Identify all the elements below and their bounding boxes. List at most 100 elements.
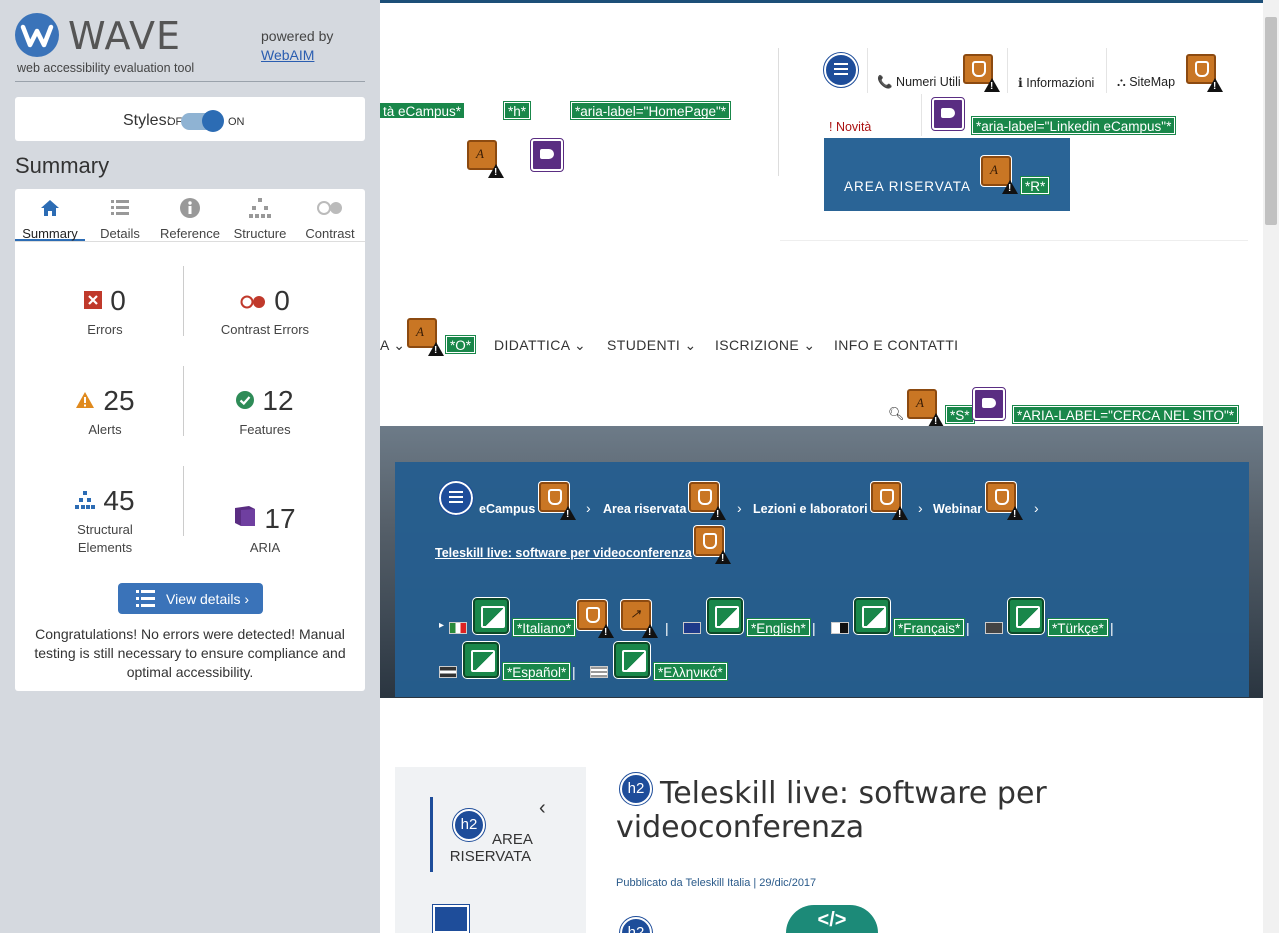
wave-alert-icon[interactable]: A [981, 156, 1018, 194]
nav-item-studenti[interactable]: STUDENTI ⌄ [607, 337, 697, 353]
sidebar-title-1: AREA [492, 831, 533, 848]
breadcrumb-current[interactable]: Teleskill live: software per videoconfer… [435, 546, 692, 560]
flag-france-icon [831, 622, 849, 634]
toggle-on-label: ON [228, 116, 245, 128]
breadcrumb-ecampus[interactable]: eCampus [479, 502, 536, 516]
wave-image-icon[interactable] [463, 642, 499, 678]
breadcrumb-webinar[interactable]: Webinar [933, 502, 983, 516]
stat-aria[interactable]: 17 ARIA [190, 503, 340, 557]
structural-label-2: Elements [77, 539, 133, 555]
sitemap-icon [225, 197, 295, 221]
wave-image-icon[interactable] [614, 642, 650, 678]
list-icon [136, 590, 155, 607]
wave-aria-icon[interactable] [931, 97, 965, 131]
tab-contrast[interactable]: Contrast [295, 193, 365, 241]
features-label: Features [239, 421, 291, 437]
sidebar-area-riservata: h2 AREA RISERVATA ‹ [395, 767, 586, 933]
wave-label-tag: *Español* [501, 662, 572, 681]
styles-toggle-box: Styles: OFF ON [15, 97, 365, 141]
tab-summary[interactable]: Summary [15, 193, 85, 241]
wave-alert-icon[interactable]: A [907, 389, 944, 427]
wave-image-icon[interactable] [1008, 598, 1044, 634]
link-informazioni[interactable]: ℹ Informazioni [1018, 76, 1095, 90]
wave-link-icon[interactable] [473, 598, 509, 634]
wave-alert-icon[interactable]: A [407, 318, 444, 356]
wave-alert-icon[interactable] [577, 600, 614, 638]
wave-aria-icon[interactable] [972, 387, 1006, 421]
wave-h2-icon[interactable]: h2 [452, 808, 486, 842]
view-details-button[interactable]: View details › [118, 583, 263, 614]
wave-label-tag: *aria-label="Linkedin eCampus"* [970, 116, 1177, 135]
wave-alert-icon[interactable] [1186, 54, 1223, 92]
wave-code-icon[interactable]: </> [786, 905, 878, 933]
wave-label-tag: *Italiano* [511, 618, 577, 637]
search-icon[interactable]: 🔍︎ [888, 406, 905, 421]
stat-errors[interactable]: 0 Errors [30, 285, 180, 339]
wave-image-icon[interactable] [854, 598, 890, 634]
scrollbar[interactable] [1263, 0, 1279, 933]
wave-structure-icon[interactable] [438, 480, 474, 516]
chevron-right-icon: › [918, 500, 923, 516]
tab-details[interactable]: Details [85, 193, 155, 241]
divider [15, 81, 365, 82]
wave-label-tag: *Türkçe* [1047, 618, 1109, 637]
tab-label: Details [100, 226, 140, 241]
area-riservata-button[interactable]: AREA RISERVATA [824, 138, 1070, 211]
view-details-label: View details › [166, 591, 250, 607]
wave-h2-icon[interactable]: h2 [619, 916, 653, 933]
wave-alert-icon[interactable]: ↗ [621, 600, 658, 638]
divider [780, 240, 1248, 241]
styles-toggle-knob[interactable] [202, 110, 224, 132]
structure-icon [75, 484, 96, 516]
scrollbar-thumb[interactable] [1265, 17, 1277, 225]
wave-alert-icon[interactable] [539, 482, 576, 520]
wave-structure-icon[interactable] [823, 52, 859, 88]
tab-structure[interactable]: Structure [225, 193, 295, 241]
chevron-left-icon[interactable]: ‹ [539, 797, 546, 819]
sidebar-accent-bar [430, 797, 433, 872]
wave-alert-icon[interactable] [871, 482, 908, 520]
link-novita[interactable]: ! Novità [829, 120, 872, 134]
stat-contrast-errors[interactable]: 0 Contrast Errors [190, 285, 340, 339]
stat-alerts[interactable]: 25 Alerts [30, 385, 180, 439]
divider [183, 466, 184, 536]
wave-aria-icon[interactable] [530, 138, 564, 172]
link-numeri-utili[interactable]: 📞 Numeri Utili [877, 75, 961, 89]
wave-alert-icon[interactable] [986, 482, 1023, 520]
structural-label: Structural Elements [30, 521, 180, 557]
nav-item-didattica[interactable]: DIDATTICA ⌄ [494, 337, 587, 353]
stat-structural[interactable]: 45 Structural Elements [30, 485, 180, 557]
link-sitemap[interactable]: ⛬ SiteMap [1117, 75, 1176, 89]
wave-label-tag: *aria-label="HomePage"* [569, 101, 732, 120]
wave-alert-icon[interactable] [689, 482, 726, 520]
divider [1007, 48, 1008, 93]
info-icon [155, 197, 225, 221]
nav-item-iscrizione[interactable]: ISCRIZIONE ⌄ [715, 337, 816, 353]
wave-image-icon[interactable] [707, 598, 743, 634]
breadcrumb-lezioni[interactable]: Lezioni e laboratori [753, 502, 868, 516]
contrast-icon [295, 197, 365, 221]
wave-list-icon[interactable] [432, 904, 470, 933]
wave-alert-icon[interactable] [963, 54, 1000, 92]
powered-by: powered by WebAIM [261, 27, 333, 65]
stat-features[interactable]: 12 Features [190, 385, 340, 439]
wave-alert-icon[interactable]: A [467, 140, 504, 178]
breadcrumb-area-riservata[interactable]: Area riservata [603, 502, 687, 516]
aria-label: ARIA [249, 539, 281, 555]
alerts-label: Alerts [88, 421, 122, 437]
webaim-link[interactable]: WebAIM [261, 47, 315, 63]
structural-count: 45 [103, 485, 135, 516]
page-title: Teleskill live: software per videoconfer… [616, 777, 1236, 845]
wave-label-tag: *Ελληνικά* [653, 662, 728, 681]
aria-icon [234, 502, 256, 534]
wave-alert-icon[interactable] [694, 526, 731, 564]
area-riservata-label: AREA RISERVATA [844, 179, 972, 194]
powered-by-text: powered by [261, 28, 334, 44]
sidebar-title: AREA RISERVATA [448, 831, 533, 865]
wave-label-tag: *R* [1019, 176, 1051, 195]
wave-h2-icon[interactable]: h2 [619, 772, 653, 806]
tab-reference[interactable]: Reference [155, 193, 225, 241]
flag-greece-icon [590, 666, 608, 678]
nav-item-a[interactable]: A ⌄ [380, 337, 406, 353]
nav-item-info-contatti[interactable]: INFO E CONTATTI [834, 337, 959, 353]
